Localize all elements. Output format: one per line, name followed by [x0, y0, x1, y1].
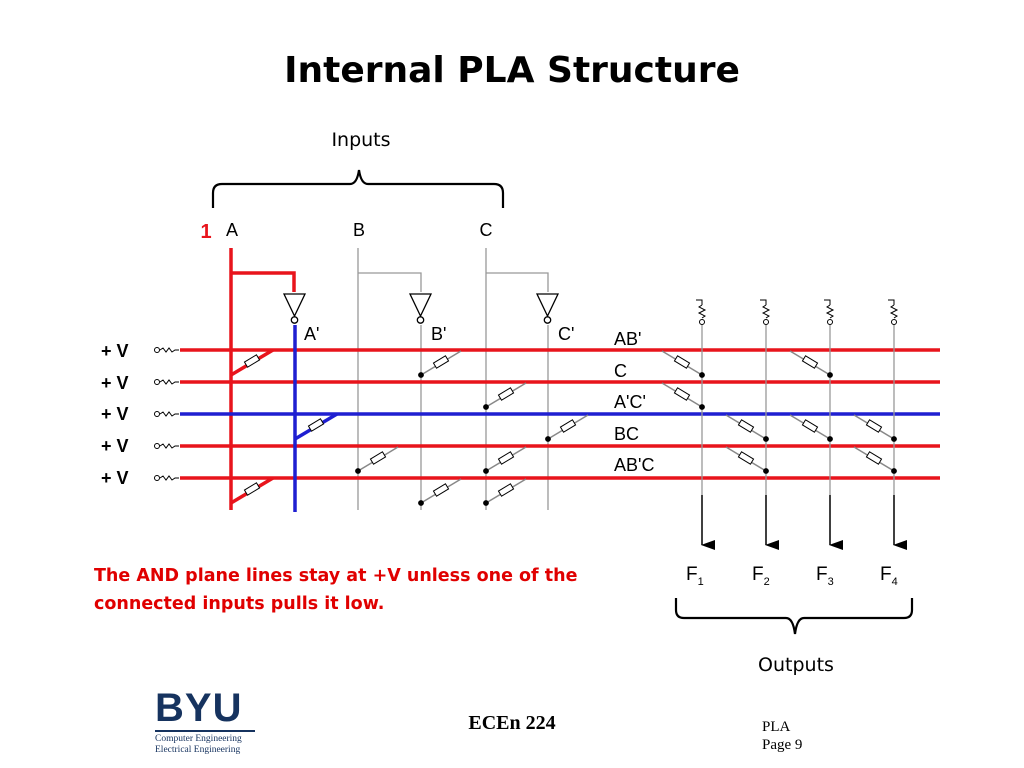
byu-logo: BYU Computer Engineering Electrical Engi…: [155, 688, 255, 756]
course-name: ECEn 224: [468, 712, 556, 734]
product-term-3: A'C': [614, 392, 646, 412]
inputs-brace: [211, 169, 505, 208]
input-label-b: B: [353, 220, 365, 240]
supply-label-4: + V: [101, 436, 129, 456]
pullup-resistors: [154, 347, 179, 481]
logo-line-1: Computer Engineering: [155, 734, 242, 744]
product-term-5: AB'C: [614, 455, 654, 475]
or-plane-links: [661, 350, 897, 474]
logo-line-2: Electrical Engineering: [155, 745, 241, 755]
inverted-label-c: C': [558, 324, 574, 344]
input-label-a: A: [226, 220, 238, 240]
output-label-f1: F1: [686, 564, 704, 588]
output-pullups: [696, 299, 899, 325]
logo-wordmark: BYU: [155, 686, 243, 730]
inverter-a-icon: [282, 293, 307, 324]
input-wiring: [357, 248, 549, 510]
output-columns: [701, 325, 895, 495]
constant-one-label: 1: [200, 221, 211, 243]
page-number: Page 9: [762, 737, 803, 753]
product-term-2: C: [614, 361, 627, 381]
outputs-brace: [674, 598, 914, 635]
inverted-label-a: A': [304, 324, 319, 344]
input-a-wire: [229, 248, 296, 510]
output-label-f4: F4: [880, 564, 898, 588]
supply-label-1: + V: [101, 341, 129, 361]
and-plane-links: [355, 350, 589, 506]
product-term-lines: [180, 348, 940, 480]
outputs-label: Outputs: [758, 654, 834, 676]
input-label-c: C: [480, 220, 493, 240]
caption-text: The AND plane lines stay at +V unless on…: [94, 566, 578, 614]
inverter-b-icon: [408, 293, 433, 324]
product-term-4: BC: [614, 424, 639, 444]
product-term-1: AB': [614, 329, 641, 349]
page-label: PLA: [762, 719, 791, 735]
output-label-f3: F3: [816, 564, 834, 588]
output-arrows: [701, 495, 907, 550]
output-label-f2: F2: [752, 564, 770, 588]
inverter-c-icon: [535, 293, 560, 324]
active-links: [230, 348, 338, 505]
inverted-label-b: B': [431, 324, 446, 344]
supply-label-3: + V: [101, 404, 129, 424]
supply-label-2: + V: [101, 373, 129, 393]
inputs-label: Inputs: [331, 129, 390, 151]
slide-title: Internal PLA Structure: [284, 50, 740, 91]
supply-label-5: + V: [101, 468, 129, 488]
page-info: PLA Page 9: [762, 718, 802, 754]
